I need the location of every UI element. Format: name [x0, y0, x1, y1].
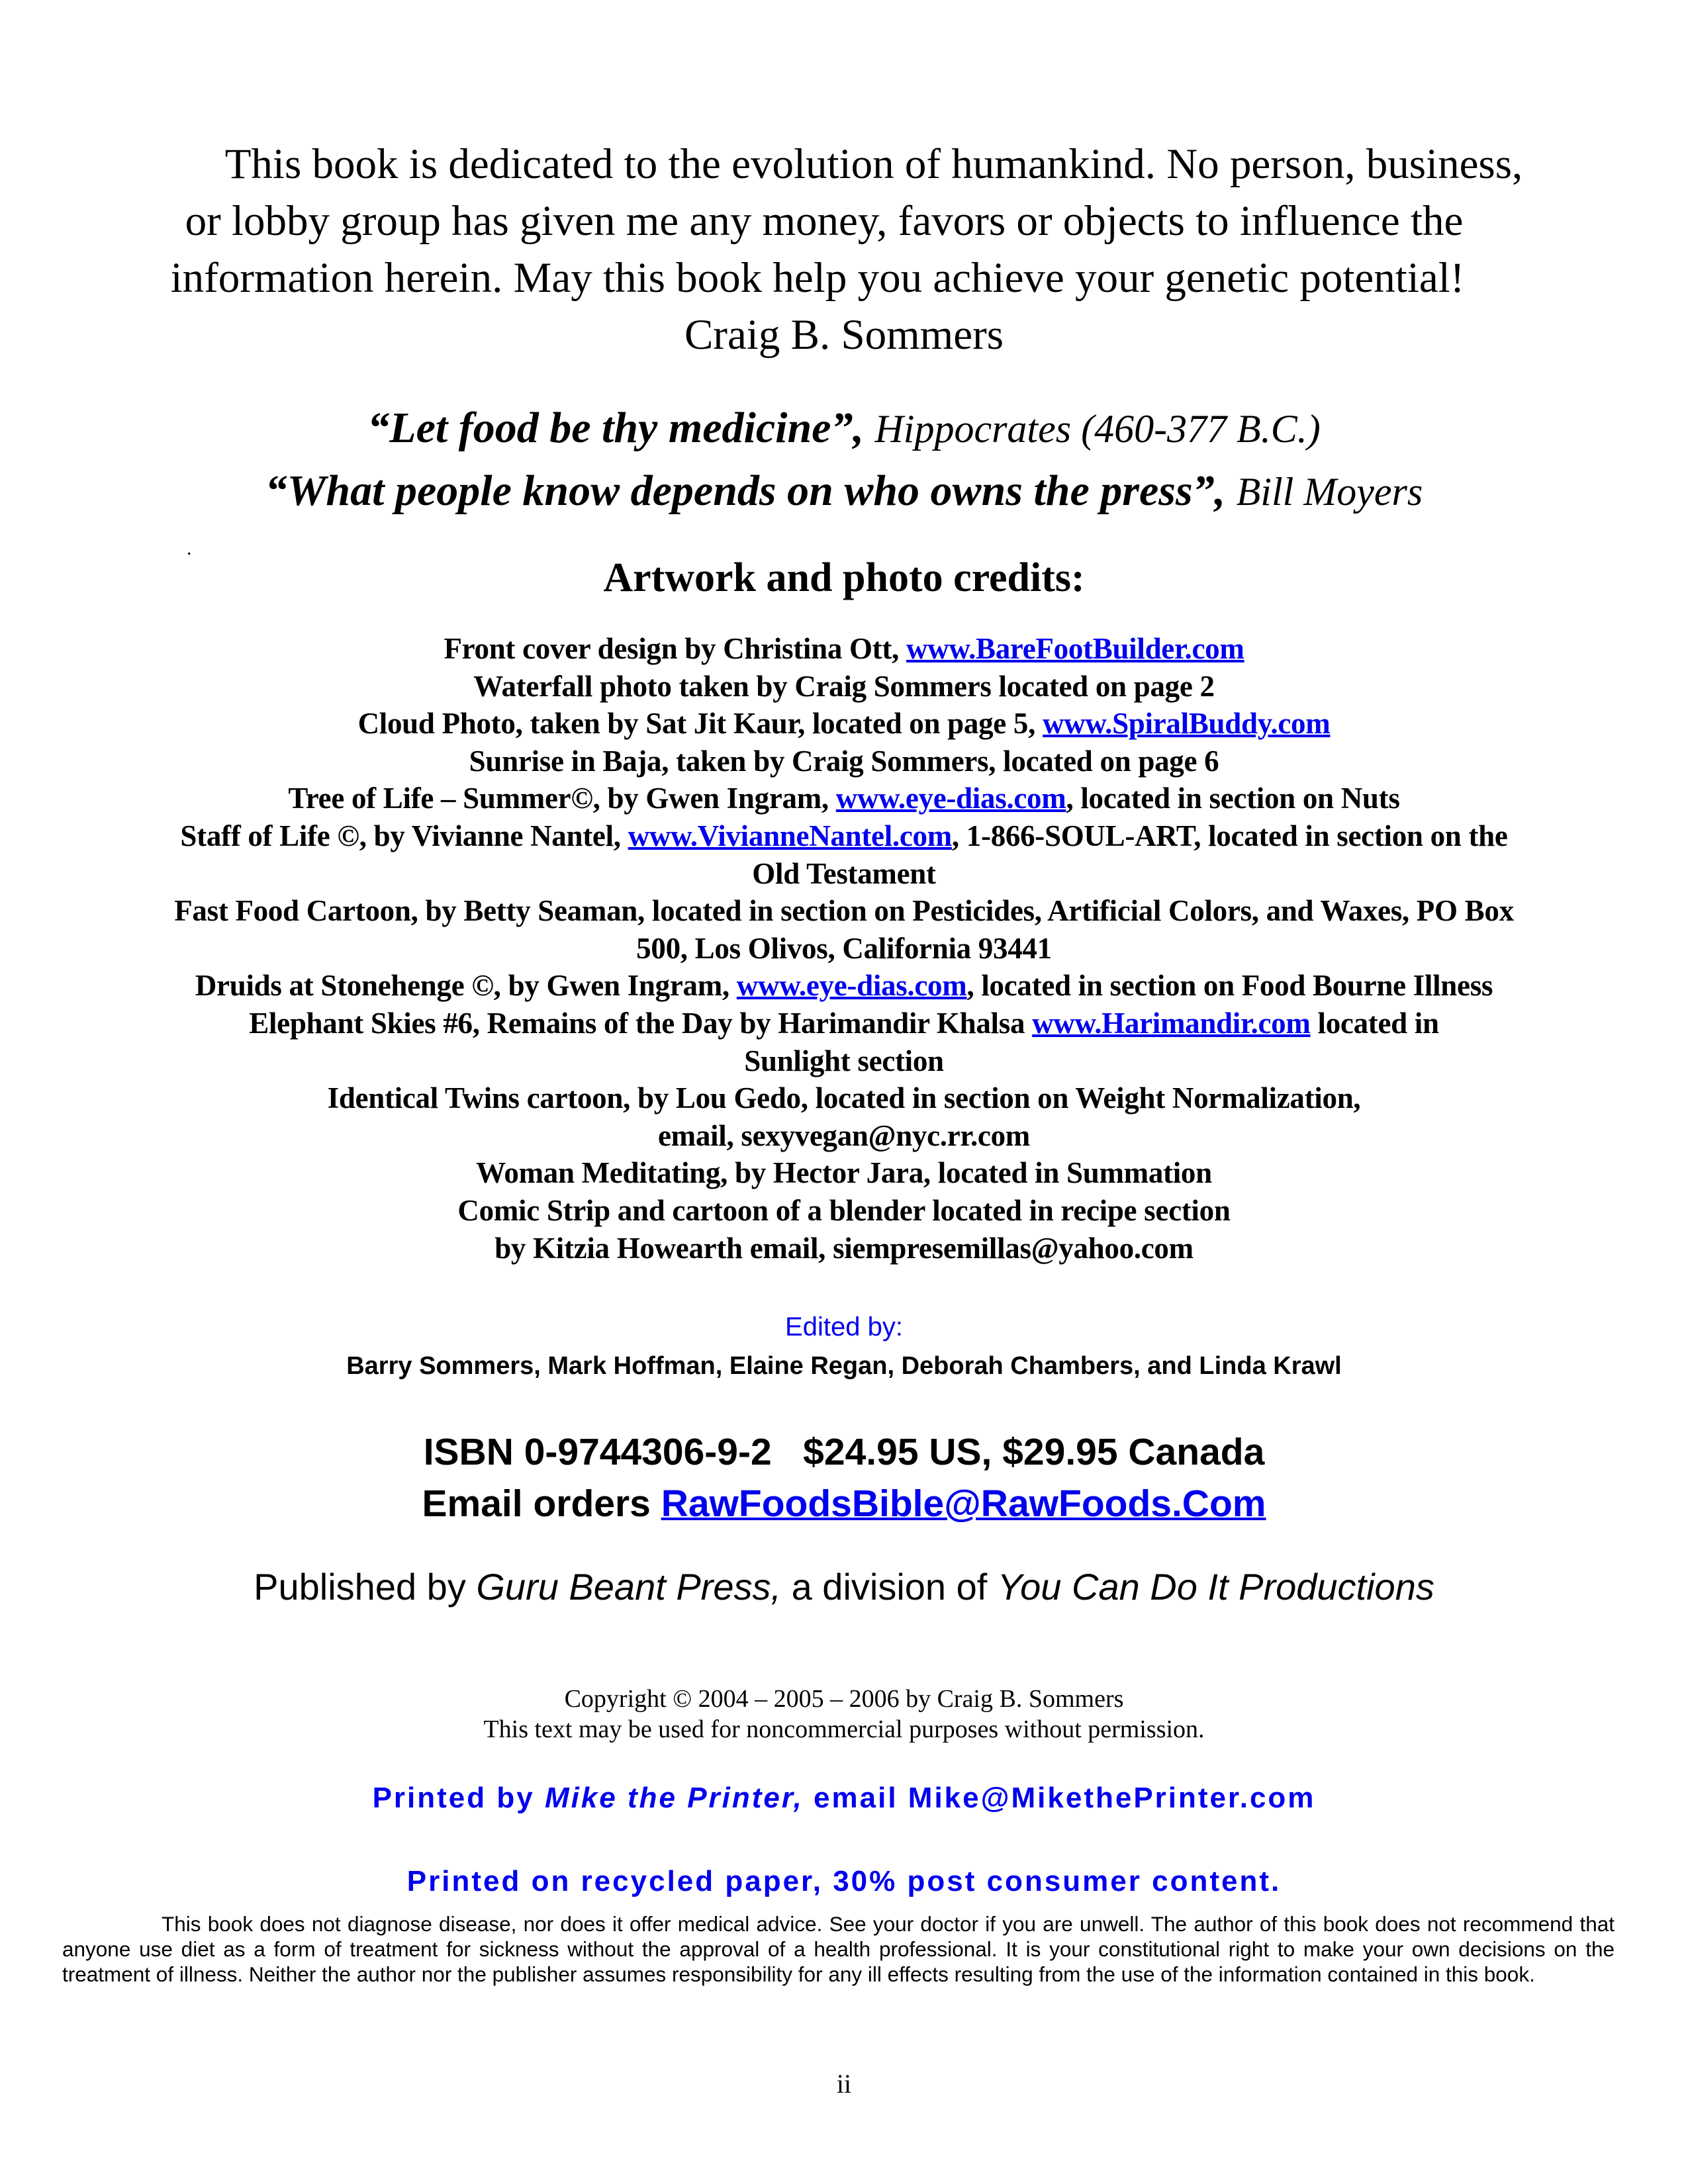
credits-heading: Artwork and photo credits:	[603, 555, 1085, 600]
disclaimer: This book does not diagnose disease, nor…	[62, 1912, 1615, 1986]
credit-line: email, sexyvegan@nyc.rr.com	[0, 1117, 1688, 1155]
credit-text: , 1-866-SOUL-ART, located in section on …	[951, 819, 1508, 852]
credit-text: Front cover design by Christina Ott,	[444, 632, 906, 665]
credit-line: Front cover design by Christina Ott, www…	[0, 630, 1688, 668]
dedication: This book is dedicated to the evolution …	[0, 136, 1688, 363]
credit-text: Identical Twins cartoon, by Lou Gedo, lo…	[327, 1081, 1361, 1115]
copyright-line: Copyright © 2004 – 2005 – 2006 by Craig …	[564, 1685, 1124, 1713]
credit-text: Sunrise in Baja, taken by Craig Sommers,…	[469, 744, 1219, 778]
credit-line: by Kitzia Howearth email, siempresemilla…	[0, 1230, 1688, 1267]
credit-text: , located in section on Nuts	[1066, 782, 1400, 815]
quotes: “Let food be thy medicine”, Hippocrates …	[0, 397, 1688, 523]
credit-text: 500, Los Olivos, California 93441	[636, 931, 1052, 965]
copyright: Copyright © 2004 – 2005 – 2006 by Craig …	[0, 1684, 1688, 1745]
email-orders: Email orders RawFoodsBible@RawFoods.Com	[0, 1478, 1688, 1529]
email-orders-label: Email orders	[422, 1482, 661, 1525]
printer-email: email Mike@MikethePrinter.com	[803, 1782, 1316, 1814]
credit-line: Fast Food Cartoon, by Betty Seaman, loca…	[0, 892, 1688, 930]
credit-line: Staff of Life ©, by Vivianne Nantel, www…	[0, 817, 1688, 855]
credit-link[interactable]: www.BareFootBuilder.com	[906, 632, 1244, 665]
credit-text: Woman Meditating, by Hector Jara, locate…	[476, 1156, 1212, 1190]
credit-text: Staff of Life ©, by Vivianne Nantel,	[180, 819, 628, 852]
printer-line: Printed by Mike the Printer, email Mike@…	[0, 1782, 1688, 1815]
credit-line: Elephant Skies #6, Remains of the Day by…	[0, 1005, 1688, 1042]
isbn-price: ISBN 0-9744306-9-2 $24.95 US, $29.95 Can…	[423, 1431, 1265, 1473]
email-orders-link[interactable]: RawFoodsBible@RawFoods.Com	[661, 1482, 1266, 1525]
credit-text: Druids at Stonehenge ©, by Gwen Ingram,	[195, 969, 737, 1003]
credit-line: Woman Meditating, by Hector Jara, locate…	[0, 1154, 1688, 1192]
publisher-middle: a division of	[781, 1566, 998, 1608]
credit-text: email, sexyvegan@nyc.rr.com	[658, 1118, 1030, 1152]
credit-line: Sunrise in Baja, taken by Craig Sommers,…	[0, 743, 1688, 780]
printer-name: Mike the Printer,	[544, 1782, 804, 1814]
credit-line: 500, Los Olivos, California 93441	[0, 930, 1688, 968]
credit-link[interactable]: www.SpiralBuddy.com	[1043, 707, 1331, 741]
credit-text: by Kitzia Howearth email, siempresemilla…	[494, 1231, 1194, 1265]
credit-text: Old Testament	[752, 856, 936, 890]
credit-text: located in	[1310, 1006, 1439, 1040]
credit-line: Comic Strip and cartoon of a blender loc…	[0, 1192, 1688, 1230]
publisher-press: Guru Beant Press,	[476, 1566, 782, 1608]
credit-link[interactable]: www.Harimandir.com	[1032, 1006, 1311, 1040]
publisher-parent: You Can Do It Productions	[997, 1566, 1434, 1608]
credit-line: Sunlight section	[0, 1042, 1688, 1080]
credit-line: Tree of Life – Summer©, by Gwen Ingram, …	[0, 780, 1688, 817]
ordering-info: ISBN 0-9744306-9-2 $24.95 US, $29.95 Can…	[0, 1426, 1688, 1529]
credit-line: Old Testament	[0, 855, 1688, 893]
editors-list: Barry Sommers, Mark Hoffman, Elaine Rega…	[346, 1352, 1342, 1380]
credit-link[interactable]: www.ViviannеNantel.com	[628, 819, 953, 852]
credit-text: Elephant Skies #6, Remains of the Day by…	[249, 1006, 1033, 1040]
credit-line: Cloud Photo, taken by Sat Jit Kaur, loca…	[0, 705, 1688, 743]
quote-author: Bill Moyers	[1236, 470, 1423, 514]
credit-text: , located in section on Food Bourne Illn…	[966, 969, 1493, 1003]
credit-line: Identical Twins cartoon, by Lou Gedo, lo…	[0, 1079, 1688, 1117]
quote-text: “Let food be thy medicine”,	[367, 404, 864, 452]
dedication-line: or lobby group has given me any money, f…	[185, 197, 1464, 245]
credit-link[interactable]: www.eye-dias.com	[736, 969, 967, 1003]
publisher-prefix: Published by	[254, 1566, 477, 1608]
credit-link[interactable]: www.eye-dias.com	[835, 782, 1066, 815]
credit-text: Sunlight section	[744, 1044, 944, 1077]
printer-prefix: Printed by	[372, 1782, 545, 1814]
recycled-note: Printed on recycled paper, 30% post cons…	[406, 1865, 1282, 1897]
credit-text: Tree of Life – Summer©, by Gwen Ingram,	[288, 782, 836, 815]
credit-line: Druids at Stonehenge ©, by Gwen Ingram, …	[0, 967, 1688, 1005]
credit-line: Waterfall photo taken by Craig Sommers l…	[0, 668, 1688, 705]
stray-mark: .	[187, 537, 192, 559]
dedication-signature: Craig B. Sommers	[684, 311, 1004, 359]
dedication-line: information herein. May this book help y…	[170, 254, 1465, 302]
edited-by-label: Edited by:	[785, 1312, 903, 1342]
page-number: ii	[836, 2069, 852, 2099]
credit-text: Waterfall photo taken by Craig Sommers l…	[473, 669, 1215, 703]
permission-line: This text may be used for noncommercial …	[483, 1715, 1205, 1743]
credit-text: Fast Food Cartoon, by Betty Seaman, loca…	[174, 894, 1514, 928]
credits-list: Front cover design by Christina Ott, www…	[0, 630, 1688, 1267]
quote-text: “What people know depends on who owns th…	[265, 467, 1226, 515]
credit-text: Cloud Photo, taken by Sat Jit Kaur, loca…	[357, 707, 1043, 741]
publisher-line: Published by Guru Beant Press, a divisio…	[0, 1565, 1688, 1608]
credit-text: Comic Strip and cartoon of a blender loc…	[457, 1193, 1231, 1227]
quote-moyers: “What people know depends on who owns th…	[0, 460, 1688, 523]
quote-hippocrates: “Let food be thy medicine”, Hippocrates …	[0, 397, 1688, 460]
quote-author: Hippocrates (460-377 B.C.)	[874, 407, 1321, 451]
dedication-line: This book is dedicated to the evolution …	[224, 140, 1523, 188]
